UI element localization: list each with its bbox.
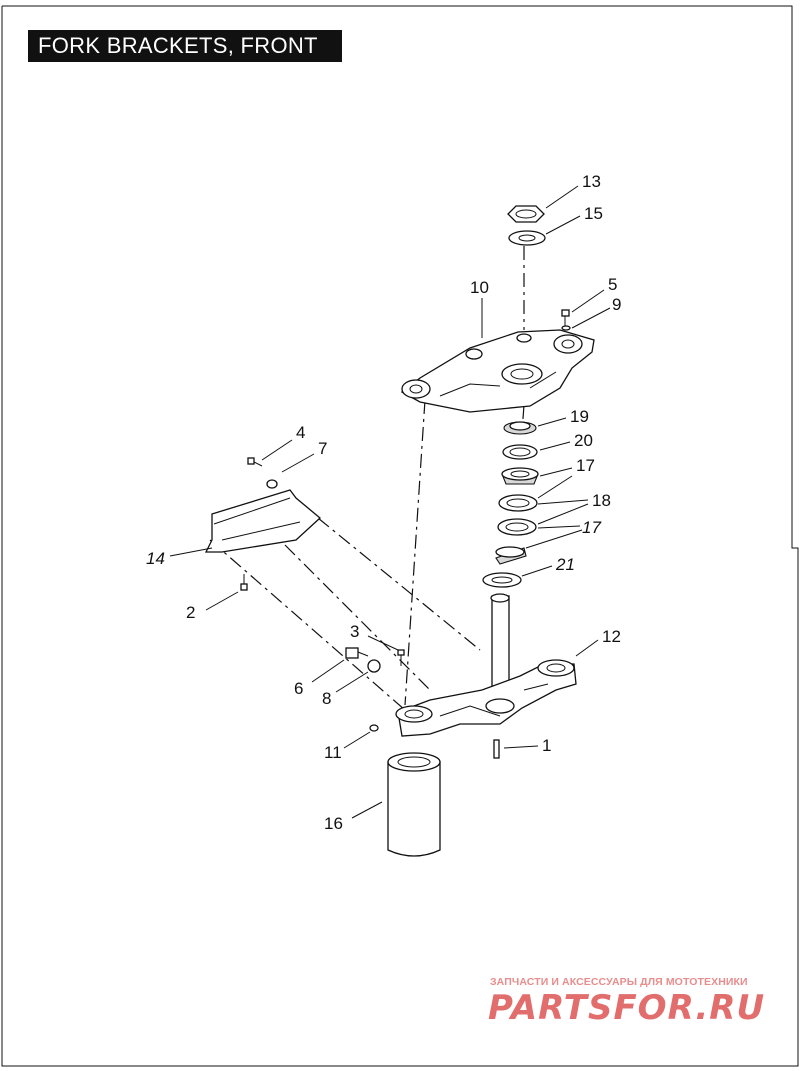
bearing-cone-upper [501, 467, 539, 485]
flat-washer [508, 230, 546, 246]
callout-7: 7 [318, 439, 327, 458]
hex-nut [507, 205, 545, 223]
lower-seal [482, 572, 522, 588]
small-screw [397, 649, 405, 666]
callout-19: 19 [570, 407, 589, 426]
page-frame [1, 5, 799, 1067]
callout-17b: 17 [582, 518, 601, 537]
dowel-pin [493, 739, 500, 759]
callout-4: 4 [296, 423, 305, 442]
bearing-cup-lower [497, 518, 537, 536]
callout-13: 13 [582, 172, 601, 191]
bearing-seal [502, 444, 538, 460]
pinch-bolt-lower [345, 647, 369, 659]
callout-10: 10 [470, 278, 489, 297]
callout-3: 3 [350, 622, 359, 641]
callout-20: 20 [574, 431, 593, 450]
plate-screw-upper [247, 457, 263, 467]
callout-9: 9 [612, 295, 621, 314]
callout-17a: 17 [576, 456, 595, 475]
plug [369, 724, 379, 732]
callout-1: 1 [542, 736, 551, 755]
callout-18: 18 [592, 491, 611, 510]
callout-12: 12 [602, 627, 621, 646]
callout-14: 14 [146, 549, 165, 568]
plate-screw-lower [240, 574, 248, 591]
callout-16: 16 [324, 814, 343, 833]
fork-tube-cover [387, 752, 441, 857]
callout-21: 21 [555, 555, 575, 574]
callout-6: 6 [294, 679, 303, 698]
diagram-title: FORK BRACKETS, FRONT [28, 30, 342, 62]
callout-8: 8 [322, 689, 331, 708]
watermark-logo: PARTSFOR.RU [488, 988, 766, 1028]
mounting-plate [204, 479, 321, 553]
pinch-screw-upper [561, 309, 571, 331]
lower-fork-bracket [395, 593, 577, 737]
callout-11: 11 [324, 743, 342, 762]
upper-fork-bracket [400, 329, 595, 413]
callout-15: 15 [584, 204, 603, 223]
callout-2: 2 [186, 603, 195, 622]
watermark-tagline: ЗАПЧАСТИ И АКСЕССУАРЫ ДЛЯ МОТОТЕХНИКИ [490, 976, 748, 988]
callout-leaders [169, 185, 611, 819]
callout-labels: 13 15 5 9 10 19 20 17 18 17 21 4 7 14 2 … [146, 172, 621, 833]
lower-lock-washer [367, 659, 381, 673]
assembly-centerlines [209, 246, 525, 711]
callout-5: 5 [608, 275, 617, 294]
bearing-cup-upper [498, 494, 538, 512]
bearing-cone-lower [495, 546, 527, 565]
upper-bearing [503, 421, 537, 435]
